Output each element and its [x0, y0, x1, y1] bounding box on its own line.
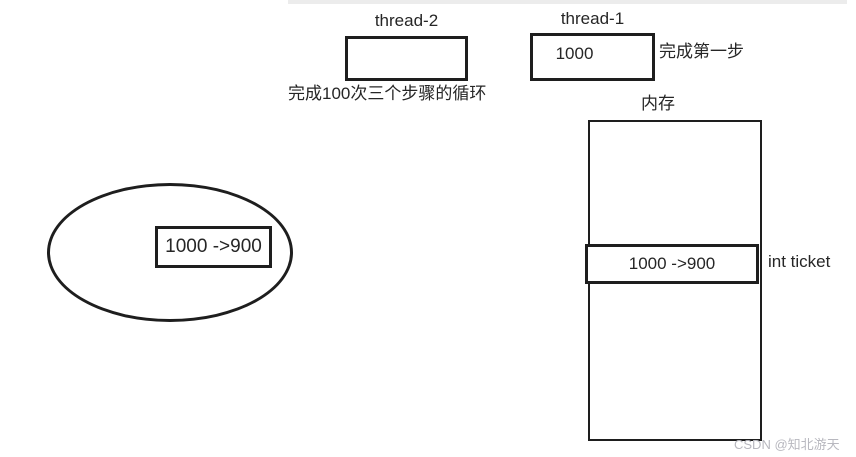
- memory-ticket-cell: 1000 ->900: [585, 244, 759, 284]
- top-edge-bar: [288, 0, 847, 4]
- watermark: CSDN @知北游天: [734, 437, 840, 452]
- ellipse-value-box: 1000 ->900: [155, 226, 272, 268]
- thread1-value: 1000: [555, 44, 594, 63]
- thread2-label: thread-2: [374, 11, 439, 30]
- thread2-box: [345, 36, 468, 81]
- ellipse-value: 1000 ->900: [165, 236, 262, 257]
- thread-local-ellipse: [47, 183, 293, 322]
- ticket-cell-value: 1000 ->900: [628, 254, 716, 273]
- thread1-label: thread-1: [560, 9, 625, 28]
- int-ticket-label: int ticket: [768, 252, 831, 271]
- thread2-caption: 完成100次三个步骤的循环: [288, 84, 487, 103]
- memory-label: 内存: [641, 94, 675, 113]
- thread1-caption: 完成第一步: [659, 42, 744, 61]
- thread1-box: 1000: [530, 33, 655, 81]
